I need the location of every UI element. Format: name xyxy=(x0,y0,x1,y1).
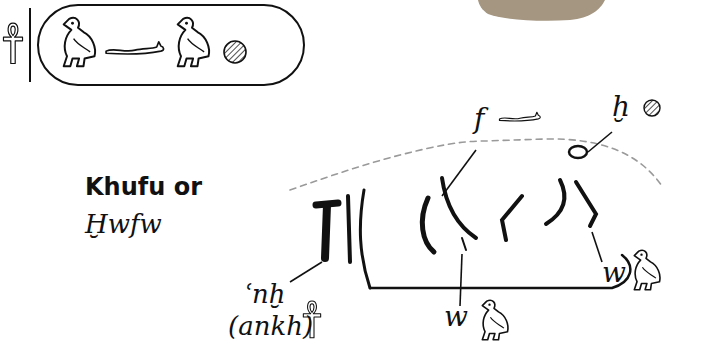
leader-line xyxy=(460,254,462,306)
sign-value: f xyxy=(474,104,484,135)
incised-stroke xyxy=(569,146,587,158)
incised-stroke xyxy=(370,255,630,288)
incised-stroke xyxy=(422,198,434,252)
sign-value: ʿnḫ xyxy=(244,280,285,309)
leader-line xyxy=(588,132,612,152)
name-label: Khufu or xyxy=(85,174,202,200)
incised-stroke xyxy=(360,190,370,288)
quail-chick-sign xyxy=(64,18,95,66)
incised-stroke xyxy=(576,182,596,226)
quail-chick-sign xyxy=(482,300,508,340)
cartouche-group xyxy=(3,5,304,85)
incised-stroke xyxy=(546,180,564,224)
stone-photo xyxy=(478,0,605,21)
incised-stroke xyxy=(462,238,466,250)
divider-line xyxy=(29,8,31,82)
sign-value: ḫ xyxy=(612,92,630,123)
inscription-drawing xyxy=(290,139,662,288)
incised-stroke xyxy=(348,196,350,262)
ankh-sign xyxy=(3,23,22,63)
quail-chick-sign xyxy=(634,250,660,290)
incised-stroke xyxy=(502,196,522,240)
viper-sign xyxy=(106,42,163,54)
transliteration: Ḫwfw xyxy=(85,210,162,239)
cartouche xyxy=(38,5,304,85)
viper-sign xyxy=(499,112,540,121)
sign-value: w xyxy=(444,302,468,333)
sieve-sign xyxy=(644,100,660,116)
break-outline xyxy=(290,139,662,190)
sign-name: (ankh) xyxy=(228,312,313,341)
leader-line xyxy=(290,262,322,282)
leader-lines xyxy=(290,132,612,306)
sieve-sign xyxy=(224,41,246,63)
leader-line xyxy=(442,150,476,196)
quail-chick-sign xyxy=(178,18,209,66)
incised-stroke xyxy=(325,205,327,258)
leader-line xyxy=(592,232,602,262)
sign-value: w xyxy=(602,258,626,289)
incised-stroke xyxy=(442,178,476,238)
